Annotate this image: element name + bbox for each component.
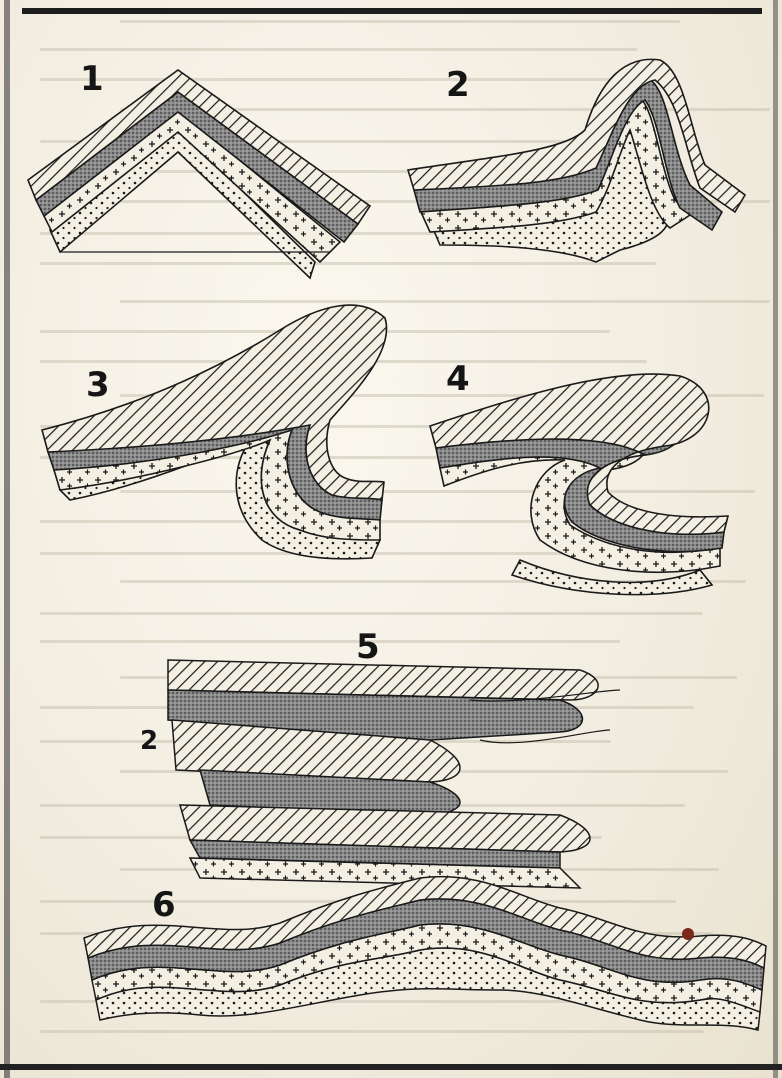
panel-label-5: 5 — [356, 630, 380, 664]
fold-panel-5 — [168, 660, 620, 888]
fold-panel-4 — [430, 374, 728, 595]
panel-label-1: 1 — [80, 62, 104, 96]
ink-blot — [682, 928, 694, 940]
fold-panel-1 — [28, 70, 370, 278]
panel-label-4: 4 — [446, 362, 470, 396]
inner-label: 2 — [140, 728, 158, 754]
fold-panel-6 — [84, 877, 766, 1030]
fold-panel-3 — [42, 305, 387, 559]
panel-label-6: 6 — [152, 888, 176, 922]
panel-label-2: 2 — [446, 68, 470, 102]
panel-label-3: 3 — [86, 368, 110, 402]
